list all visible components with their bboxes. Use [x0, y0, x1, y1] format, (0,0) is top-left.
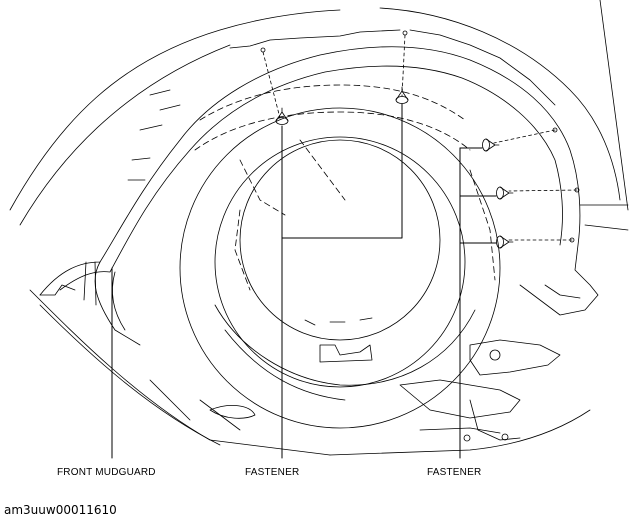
- mudguard-diagram: [9, 0, 629, 459]
- fender-body: [9, 0, 629, 456]
- fastener-clip-1: [275, 107, 289, 125]
- chassis-parts: [319, 339, 561, 442]
- callout-leaders: [111, 103, 497, 459]
- front-mudguard-label: FRONT MUDGUARD: [57, 467, 156, 478]
- fastener-alignment: [260, 30, 580, 243]
- leader-fastener-left-branch: [281, 103, 403, 239]
- wheel-well: [179, 107, 501, 429]
- liner-hidden-edges: [194, 84, 496, 291]
- fastener-clip-4: [496, 186, 514, 200]
- fastener-clip-5: [496, 235, 514, 249]
- fastener-clip-3: [482, 138, 500, 152]
- fastener-label-right: FASTENER: [427, 467, 482, 478]
- document-id: am3uuw00011610: [4, 503, 117, 517]
- mudguard-liner: [39, 29, 599, 346]
- fastener-label-left: FASTENER: [245, 467, 300, 478]
